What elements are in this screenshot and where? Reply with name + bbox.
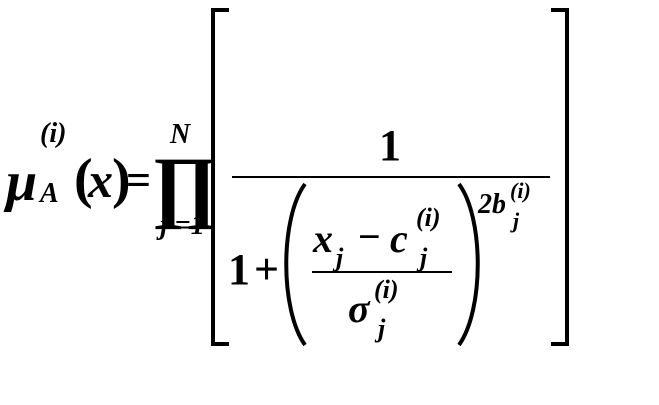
product-lower-limit: j =1 — [156, 210, 205, 241]
right-square-bracket — [551, 8, 569, 346]
product-upper-limit: N — [169, 119, 192, 150]
mu-subscript: A — [38, 178, 59, 209]
lhs-open-paren: ( — [74, 148, 93, 210]
lhs-variable-x: x — [87, 152, 113, 208]
sigma-symbol: σ — [348, 286, 371, 331]
equals-sign: = — [126, 156, 151, 205]
minus-sign: − — [358, 214, 381, 259]
mu-superscript: (i) — [40, 118, 66, 149]
inner-close-paren — [457, 182, 480, 347]
sigma-superscript: (i) — [374, 275, 399, 304]
exponent-superscript: (i) — [510, 178, 531, 203]
numerator-one: 1 — [379, 121, 401, 170]
exponent-subscript: j — [510, 208, 520, 233]
exponent-coefficient: 2b — [477, 189, 506, 220]
x-subscript: j — [332, 243, 344, 272]
lhs-close-paren: ) — [112, 148, 131, 210]
c-subscript: j — [416, 243, 428, 272]
left-square-bracket — [211, 8, 229, 346]
c-superscript: (i) — [416, 203, 441, 232]
plus-sign: + — [254, 245, 279, 294]
c-variable: c — [390, 216, 408, 261]
sigma-subscript: j — [374, 314, 386, 343]
inner-open-paren — [284, 182, 307, 347]
denominator-one: 1 — [228, 245, 250, 294]
product-operator: ∏ — [152, 142, 218, 230]
x-variable: x — [312, 216, 333, 261]
mu-symbol: μ — [3, 151, 37, 213]
